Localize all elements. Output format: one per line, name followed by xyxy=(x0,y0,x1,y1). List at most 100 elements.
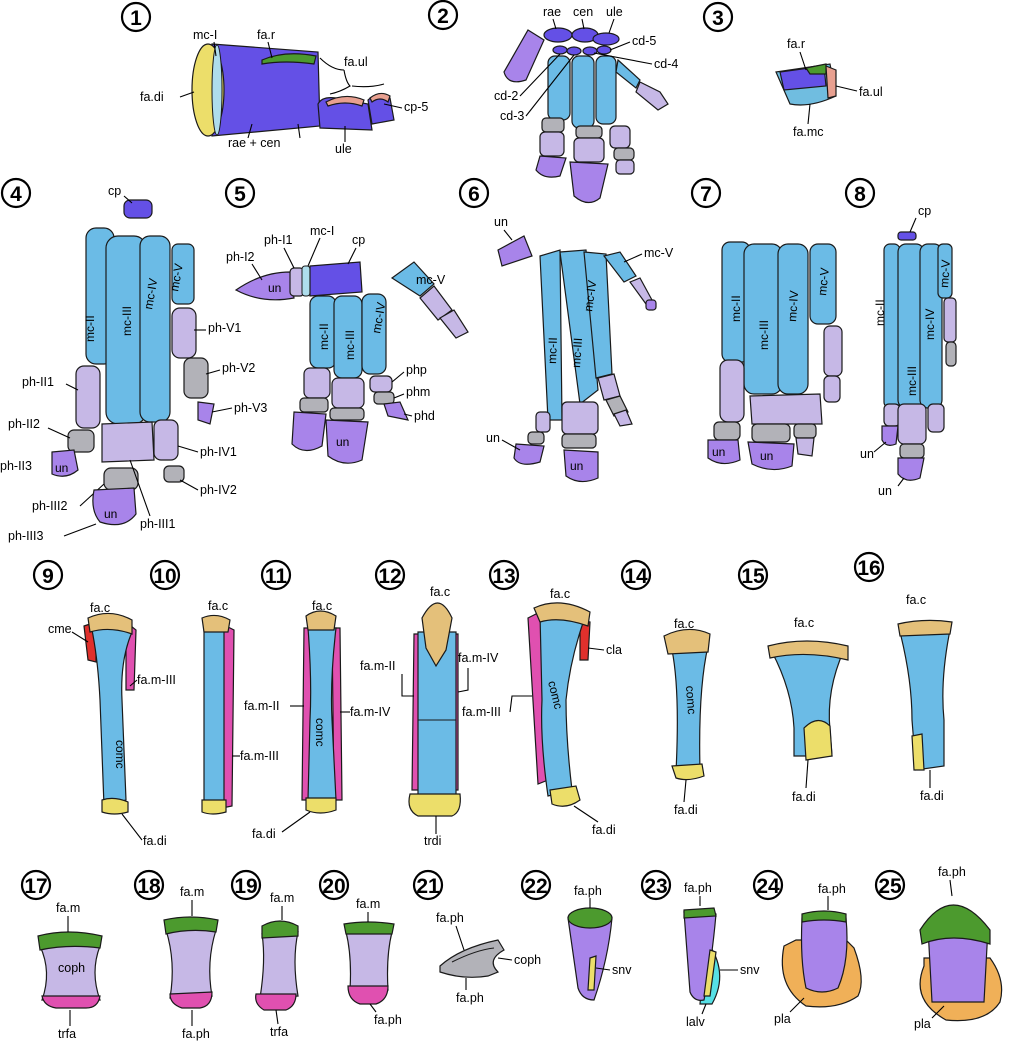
ungual-III xyxy=(563,449,599,483)
leader-line xyxy=(205,369,221,375)
digit-II-cartilage xyxy=(541,117,565,133)
label-fa-m-IV: fa.m-IV xyxy=(350,705,391,719)
leader-line xyxy=(593,52,653,65)
panel-number: 17 xyxy=(24,875,47,898)
panel-23-ungual-lateral: 23 fa.ph snv lalv xyxy=(640,869,760,1029)
panel-14-metacarpal-II: 14 fa.c comc fa.di xyxy=(620,559,711,817)
label-fa-ph: fa.ph xyxy=(818,882,846,896)
digit-IV-phalanx-distal xyxy=(615,159,635,175)
label-mc-III: mc-III xyxy=(757,320,771,350)
phalanx-IV-proximal xyxy=(369,375,393,393)
leader-line xyxy=(281,811,311,833)
panel-24-ungual-plantar: 24 fa.ph pla xyxy=(752,869,862,1026)
ungual-II xyxy=(513,443,545,465)
leader-line xyxy=(573,805,599,823)
label-fa-di: fa.di xyxy=(592,823,616,837)
metacarpal-II xyxy=(547,55,571,121)
panel-18-phalanx: 18 fa.m fa.ph xyxy=(133,869,219,1041)
panel-number-badge xyxy=(230,869,262,901)
carpal-facet xyxy=(421,602,453,668)
label-fa-m-III: fa.m-III xyxy=(462,705,501,719)
label-ph-III3: ph-III3 xyxy=(8,529,43,543)
label-cd-5: cd-5 xyxy=(632,34,656,48)
ungual-body xyxy=(683,911,717,1001)
distal-facet xyxy=(101,797,129,815)
leader-line xyxy=(129,679,138,687)
label-ule: ule xyxy=(335,142,352,156)
leader-line xyxy=(552,18,615,34)
distal-facet xyxy=(305,797,337,814)
panel-number: 10 xyxy=(153,565,176,588)
label-fa-c: fa.c xyxy=(794,616,814,630)
label-mc-V: mc-V xyxy=(416,273,446,287)
metacarpal-facet xyxy=(163,916,219,935)
phalanx-body xyxy=(259,931,299,999)
leader-line xyxy=(251,263,263,281)
label-trfa: trfa xyxy=(58,1027,76,1041)
label-fa-c: fa.c xyxy=(90,601,110,615)
panel-number: 22 xyxy=(524,875,547,898)
metacarpal-shaft xyxy=(203,625,225,807)
panel-number: 6 xyxy=(468,183,480,206)
label-coph: coph xyxy=(58,961,85,975)
digit-II-phalanx xyxy=(539,131,565,157)
distal-carpal-5 xyxy=(596,45,612,55)
panel-number-badge xyxy=(0,177,32,209)
panel-number: 7 xyxy=(700,183,712,206)
panel-number: 23 xyxy=(644,875,667,898)
label-fa-m-IV: fa.m-IV xyxy=(458,651,499,665)
metacarpal-V xyxy=(937,243,953,299)
panel-11-metacarpal-III-dorsal: 11 fa.c fa.m-II fa.m-IV comc fa.di xyxy=(244,559,391,841)
distal-carpal-2 xyxy=(552,45,568,55)
label-un-II: un xyxy=(486,431,500,445)
leader-line xyxy=(909,217,917,233)
trochlear-facet xyxy=(41,995,101,1009)
phalanx-III2 xyxy=(899,443,925,459)
leader-line xyxy=(393,393,405,399)
carpal-bone xyxy=(897,231,917,241)
panel-9-metacarpal-III: 9 fa.c cme fa.m-III comc fa.di xyxy=(32,559,176,848)
label-ph-I2: ph-I2 xyxy=(226,250,255,264)
label-mc-II: mc-II xyxy=(729,295,743,322)
distal-facet xyxy=(549,785,581,807)
phalanx-profile xyxy=(439,939,505,978)
leader-line xyxy=(497,957,513,961)
label-rae: rae xyxy=(543,5,561,19)
panel-number-badge xyxy=(133,869,165,901)
leader-line xyxy=(179,479,199,491)
label-un: un xyxy=(268,281,281,295)
label-mc-I: mc-I xyxy=(310,224,334,238)
carpal-facet xyxy=(201,614,231,633)
metacarpal-V xyxy=(809,243,837,325)
panel-number-badge xyxy=(318,869,350,901)
phalanx-III1 xyxy=(897,403,927,445)
label-fa-di: fa.di xyxy=(792,790,816,804)
digit-V-phalanx xyxy=(635,81,669,111)
label-fa-r: fa.r xyxy=(257,28,275,42)
label-phm: phm xyxy=(406,385,430,399)
leader-line xyxy=(391,371,405,383)
carpal-facet xyxy=(305,610,337,631)
label-cd-2: cd-2 xyxy=(494,89,518,103)
panel-number: 16 xyxy=(857,557,880,580)
carpal-facet xyxy=(87,612,133,635)
label-un: un xyxy=(55,461,68,475)
panel-number: 15 xyxy=(741,565,765,588)
panel-number: 3 xyxy=(712,7,724,30)
ungual-II xyxy=(291,411,327,452)
panel-number: 14 xyxy=(624,565,648,588)
panel-number: 1 xyxy=(130,7,142,30)
ungual-III xyxy=(325,419,369,464)
panel-number-badge xyxy=(874,869,906,901)
ungual-III xyxy=(92,487,137,526)
leader-line xyxy=(683,779,687,803)
metacarpal-facet xyxy=(261,920,299,939)
ulnare-bone xyxy=(592,32,620,46)
metacarpal-V xyxy=(615,58,641,89)
ungual-III xyxy=(897,457,925,481)
leader-line xyxy=(369,1003,377,1013)
label-mc-II: mc-II xyxy=(317,323,331,350)
phalanx-II2 xyxy=(67,429,95,453)
